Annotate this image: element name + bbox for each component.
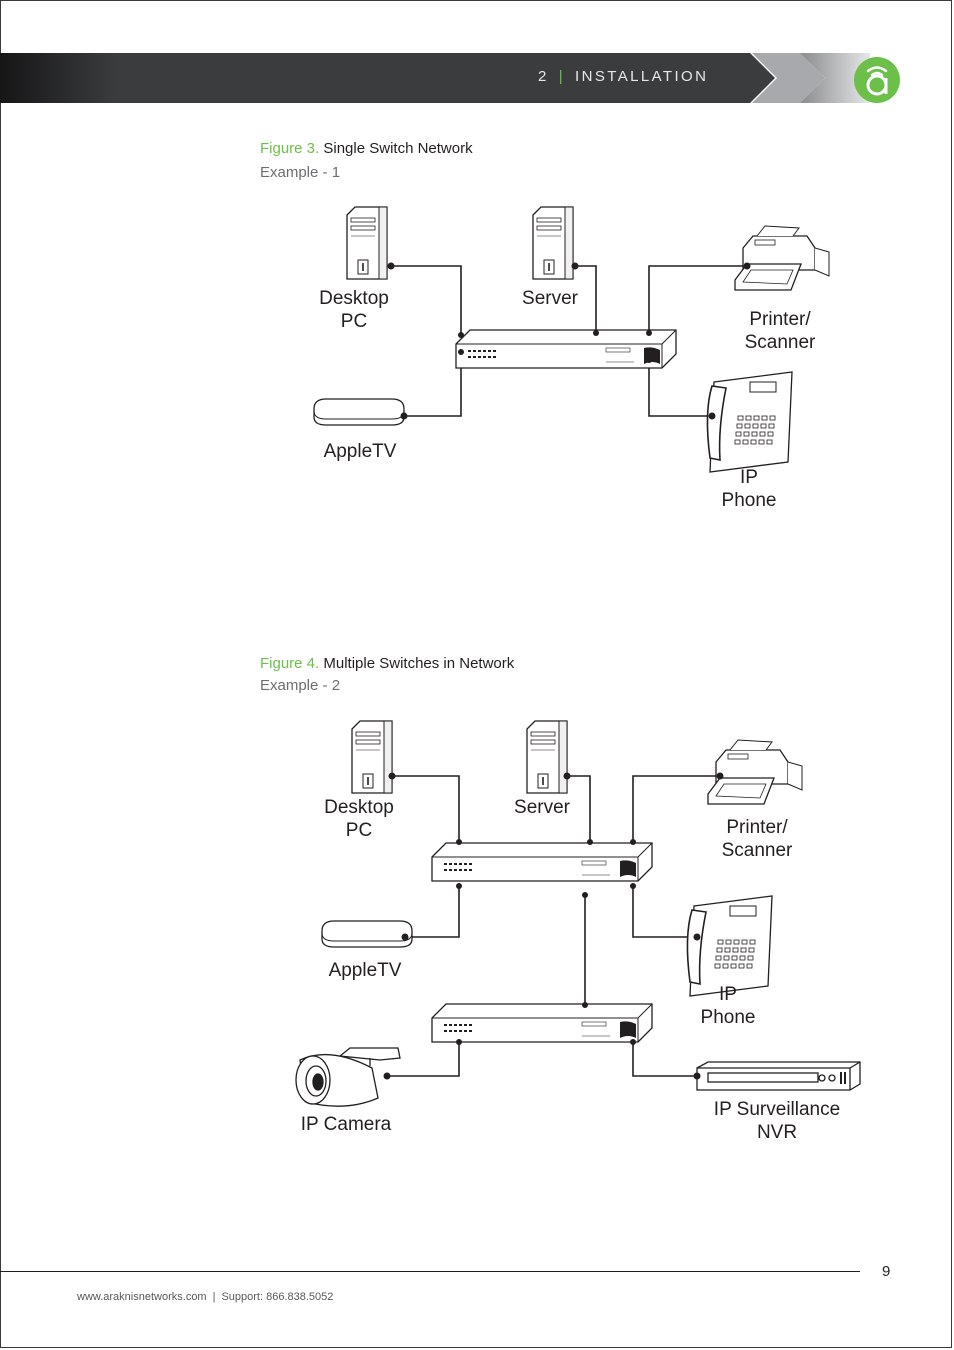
label-line: IP [719, 984, 737, 1005]
network-switch-icon [431, 842, 653, 882]
footer-separator: | [212, 1291, 216, 1303]
footer-contact: www.araknisnetworks.com | Support: 866.838… [77, 1291, 333, 1303]
server-icon [532, 206, 574, 280]
label-line: IP [740, 467, 758, 488]
network-switch-icon [455, 329, 677, 369]
desktop-pc-icon [351, 720, 393, 794]
ip-surveillance-nvr-icon [696, 1061, 861, 1091]
label-server: Server [522, 288, 578, 309]
label-line: Scanner [721, 840, 793, 861]
label-line: Printer/ [726, 817, 788, 838]
ip-phone-icon [706, 371, 793, 473]
figure-4-cable-endpoints [383, 772, 724, 1080]
figure-4-title: Multiple Switches in Network [323, 655, 515, 672]
figure-3-subtitle: Example - 1 [260, 164, 341, 181]
appletv-icon [313, 398, 405, 426]
chapter-separator: | [558, 68, 566, 85]
figure-3-cables [391, 265, 747, 417]
appletv-icon [321, 920, 413, 948]
server-icon [526, 720, 568, 794]
ip-camera-icon [295, 1047, 401, 1107]
figure-4-number: Figure 4. [260, 655, 320, 672]
label-line: Phone [721, 490, 777, 511]
chapter-heading: 2 | INSTALLATION [538, 68, 708, 85]
network-switch-icon [431, 1003, 653, 1043]
page-number: 9 [882, 1263, 891, 1280]
printer-scanner-icon [707, 739, 803, 805]
label-line: PC [345, 820, 373, 841]
chapter-title: INSTALLATION [575, 68, 709, 85]
chapter-header [0, 53, 954, 103]
label-line: PC [340, 311, 368, 332]
figure-3-caption: Figure 3. Single Switch Network [260, 140, 473, 157]
figure-4-caption: Figure 4. Multiple Switches in Network [260, 655, 514, 672]
figure-3-cable-endpoints [387, 262, 751, 420]
footer-rule [0, 1271, 860, 1272]
label-server: Server [514, 797, 570, 818]
label-line: Desktop [319, 288, 389, 309]
ip-phone-icon [686, 895, 773, 997]
figure-4-cables [387, 775, 720, 1077]
website-link[interactable]: www.araknisnetworks.com [77, 1291, 207, 1303]
label-line: Printer/ [749, 309, 811, 330]
desktop-pc-icon [346, 206, 388, 280]
label-appletv: AppleTV [328, 960, 402, 981]
support-phone: Support: 866.838.5052 [221, 1291, 334, 1303]
araknis-logo-icon [854, 57, 900, 103]
header-banner [0, 53, 870, 103]
figure-4-subtitle: Example - 2 [260, 677, 341, 694]
label-appletv: AppleTV [323, 441, 397, 462]
figure-3-number: Figure 3. [260, 140, 320, 157]
label-line: NVR [756, 1122, 798, 1143]
label-ip-camera: IP Camera [300, 1114, 392, 1135]
label-line: Scanner [744, 332, 816, 353]
label-printer-scanner: Printer/Scanner [707, 816, 807, 862]
label-line: IP Surveillance [713, 1099, 841, 1120]
chapter-number: 2 [538, 68, 549, 85]
printer-scanner-icon [734, 225, 830, 291]
figure-3-title: Single Switch Network [323, 140, 473, 157]
label-line: Phone [700, 1007, 756, 1028]
label-printer-scanner: Printer/Scanner [730, 308, 830, 354]
label-line: Desktop [324, 797, 394, 818]
